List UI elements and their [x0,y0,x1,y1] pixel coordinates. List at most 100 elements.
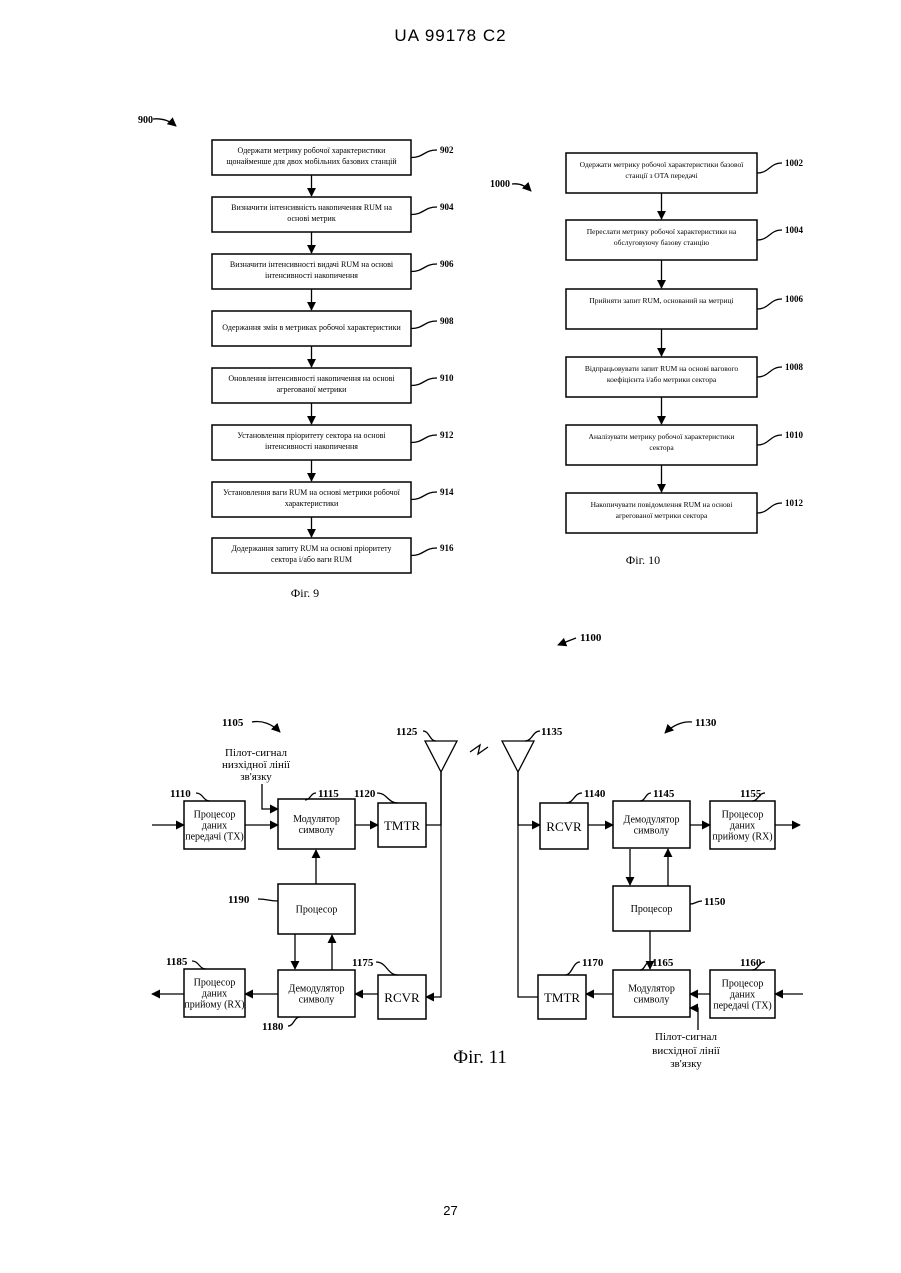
fig9-step-id: 914 [440,487,454,497]
fig10-step-line1: Відпрацьовувати запит RUM на основі ваго… [585,364,739,373]
fig9-step-leader [411,492,437,500]
fig11-processor-right-id: 1150 [704,896,726,908]
fig11-tx-data-processor-left-text: Процесор [194,810,236,821]
fig10-flowchart: 1000Одержати метрику робочої характерист… [490,153,804,567]
fig9-step-leader [411,548,437,556]
fig9-step-leader [411,207,437,215]
fig9-step-id: 916 [440,543,454,553]
fig11-rx-data-processor-right-id: 1155 [740,788,762,800]
fig11-id-leader [377,793,398,803]
fig10-step-line2: сектора [649,443,674,452]
fig11-tx-data-processor-left-id: 1110 [170,788,191,800]
fig11-symbol-demodulator-left-text: символу [299,995,335,1006]
fig9-step-leader [411,150,437,158]
fig11-id-leader [376,962,398,975]
fig9-ref-label: 900 [138,115,153,126]
fig10-step-id: 1008 [785,362,804,372]
fig11-rx-data-processor-left-id: 1185 [166,956,188,968]
fig10-step-leader [757,503,782,513]
fig11-symbol-modulator-right-text: Модулятор [628,984,675,995]
fig9-step-line2: інтенсивності накопичення [265,271,358,280]
fig11-rx-data-processor-left-text: прийому (RX) [184,1000,244,1011]
fig11-right-ref-arrow [665,722,692,733]
fig10-step-leader [757,163,782,173]
fig11-tmtr-left-text: TMTR [384,818,420,833]
fig11-tx-data-processor-right-text: даних [730,990,755,1001]
fig11-symbol-modulator-left-id: 1115 [318,788,339,800]
fig11-id-leader [566,793,582,803]
fig11-processor-left-text: Процесор [296,905,338,916]
fig10-step-id: 1012 [785,498,804,508]
fig11-rx-data-processor-right-text: прийому (RX) [712,832,772,843]
fig11-symbol-demodulator-left-text: Демодулятор [289,984,345,995]
fig11-downlink-pilot-3: зв'язку [240,771,272,783]
fig11-tx-data-processor-right-id: 1160 [740,957,762,969]
fig11-id-leader [690,901,702,904]
fig11-id-leader [640,962,650,970]
fig9-flowchart: 900Одержати метрику робочої характеристи… [138,115,454,600]
fig11-rx-data-processor-left-text: даних [202,989,227,1000]
fig9-step-line1: Визначити інтенсивності видачі RUM на ос… [230,260,394,269]
fig11-rcvr-left-id: 1175 [352,957,374,969]
fig11-rcvr-left-text: RCVR [384,990,420,1005]
fig11-antenna-left-leader [423,731,436,741]
fig10-step-id: 1002 [785,158,804,168]
fig11-1170-antenna [518,772,538,997]
fig11-tmtr-left-id: 1120 [354,788,376,800]
fig10-step-line2: коефіцієнта і/або метрики сектора [607,375,717,384]
fig11-antenna-right-leader [525,731,540,741]
fig9-step-leader [411,264,437,272]
fig11-symbol-demodulator-right-text: Демодулятор [624,815,680,826]
fig10-step-line1: Одержати метрику робочої характеристики … [580,160,745,169]
fig11-symbol-modulator-left-text: Модулятор [293,814,340,825]
fig11-symbol-modulator-right-text: символу [634,995,670,1006]
fig9-step-leader [411,378,437,386]
fig11-uplink-pilot-1: Пілот-сигнал [655,1031,717,1043]
fig10-step-id: 1006 [785,294,804,304]
fig11-downlink-pilot-2: низхідної лінії [222,759,291,771]
fig11-ref-label: 1100 [580,632,602,644]
fig9-step-line1: Установлення пріоритету сектора на основ… [237,431,386,440]
fig11-rx-data-processor-left-text: Процесор [194,978,236,989]
fig10-step-leader [757,367,782,377]
fig11-rcvr-right-id: 1140 [584,788,606,800]
fig9-step-leader [411,321,437,329]
fig11-id-leader [258,899,278,901]
fig9-step-id: 908 [440,316,454,326]
fig11-right-ref: 1130 [695,717,717,729]
fig11-tmtr-right-id: 1170 [582,957,604,969]
fig9-step-line1: Оновлення інтенсивності накопичення на о… [228,374,395,383]
fig10-step-leader [757,435,782,445]
fig9-step-id: 912 [440,430,454,440]
fig9-step-line2: щонайменше для двох мобільних базових ст… [226,157,397,166]
fig11-id-leader [196,793,210,801]
fig11-tx-data-processor-right-text: передачі (TX) [713,1001,772,1012]
fig11-rx-data-processor-right-text: Процесор [722,810,764,821]
fig10-step-line1: Накопичувати повідомлення RUM на основі [591,500,733,509]
fig11-left-ref-arrow [252,721,280,732]
fig11-caption: Фіг. 11 [453,1047,507,1068]
fig11-wireless-link [470,745,488,754]
fig10-step-line2: агрегованої метрики сектора [616,511,708,520]
fig10-step-id: 1004 [785,225,804,235]
fig9-step-line1: Одержати метрику робочої характеристики [238,146,387,155]
fig10-ref-arrow [512,184,531,191]
fig11-processor-left-id: 1190 [228,894,250,906]
fig11-id-leader [565,962,580,975]
fig11-symbol-demodulator-right-text: символу [634,826,670,837]
fig10-step-line1: Аналізувати метрику робочої характеристи… [589,432,735,441]
fig9-step-id: 902 [440,145,454,155]
fig9-caption: Фіг. 9 [291,586,319,600]
fig11-symbol-demodulator-left-id: 1180 [262,1021,284,1033]
fig11-uplink-pilot-3: зв'язку [670,1058,702,1070]
fig11-rx-data-processor-right-text: даних [730,821,755,832]
fig10-step-leader [757,230,782,240]
fig11-antenna-left-ref: 1125 [396,726,418,738]
fig11-tmtr-right-text: TMTR [544,990,580,1005]
fig11-processor-right-text: Процесор [631,904,673,915]
fig9-step-id: 910 [440,373,454,383]
fig11-symbol-modulator-right-id: 1165 [652,957,674,969]
fig11-antenna-left [425,741,457,772]
fig9-step-leader [411,435,437,443]
